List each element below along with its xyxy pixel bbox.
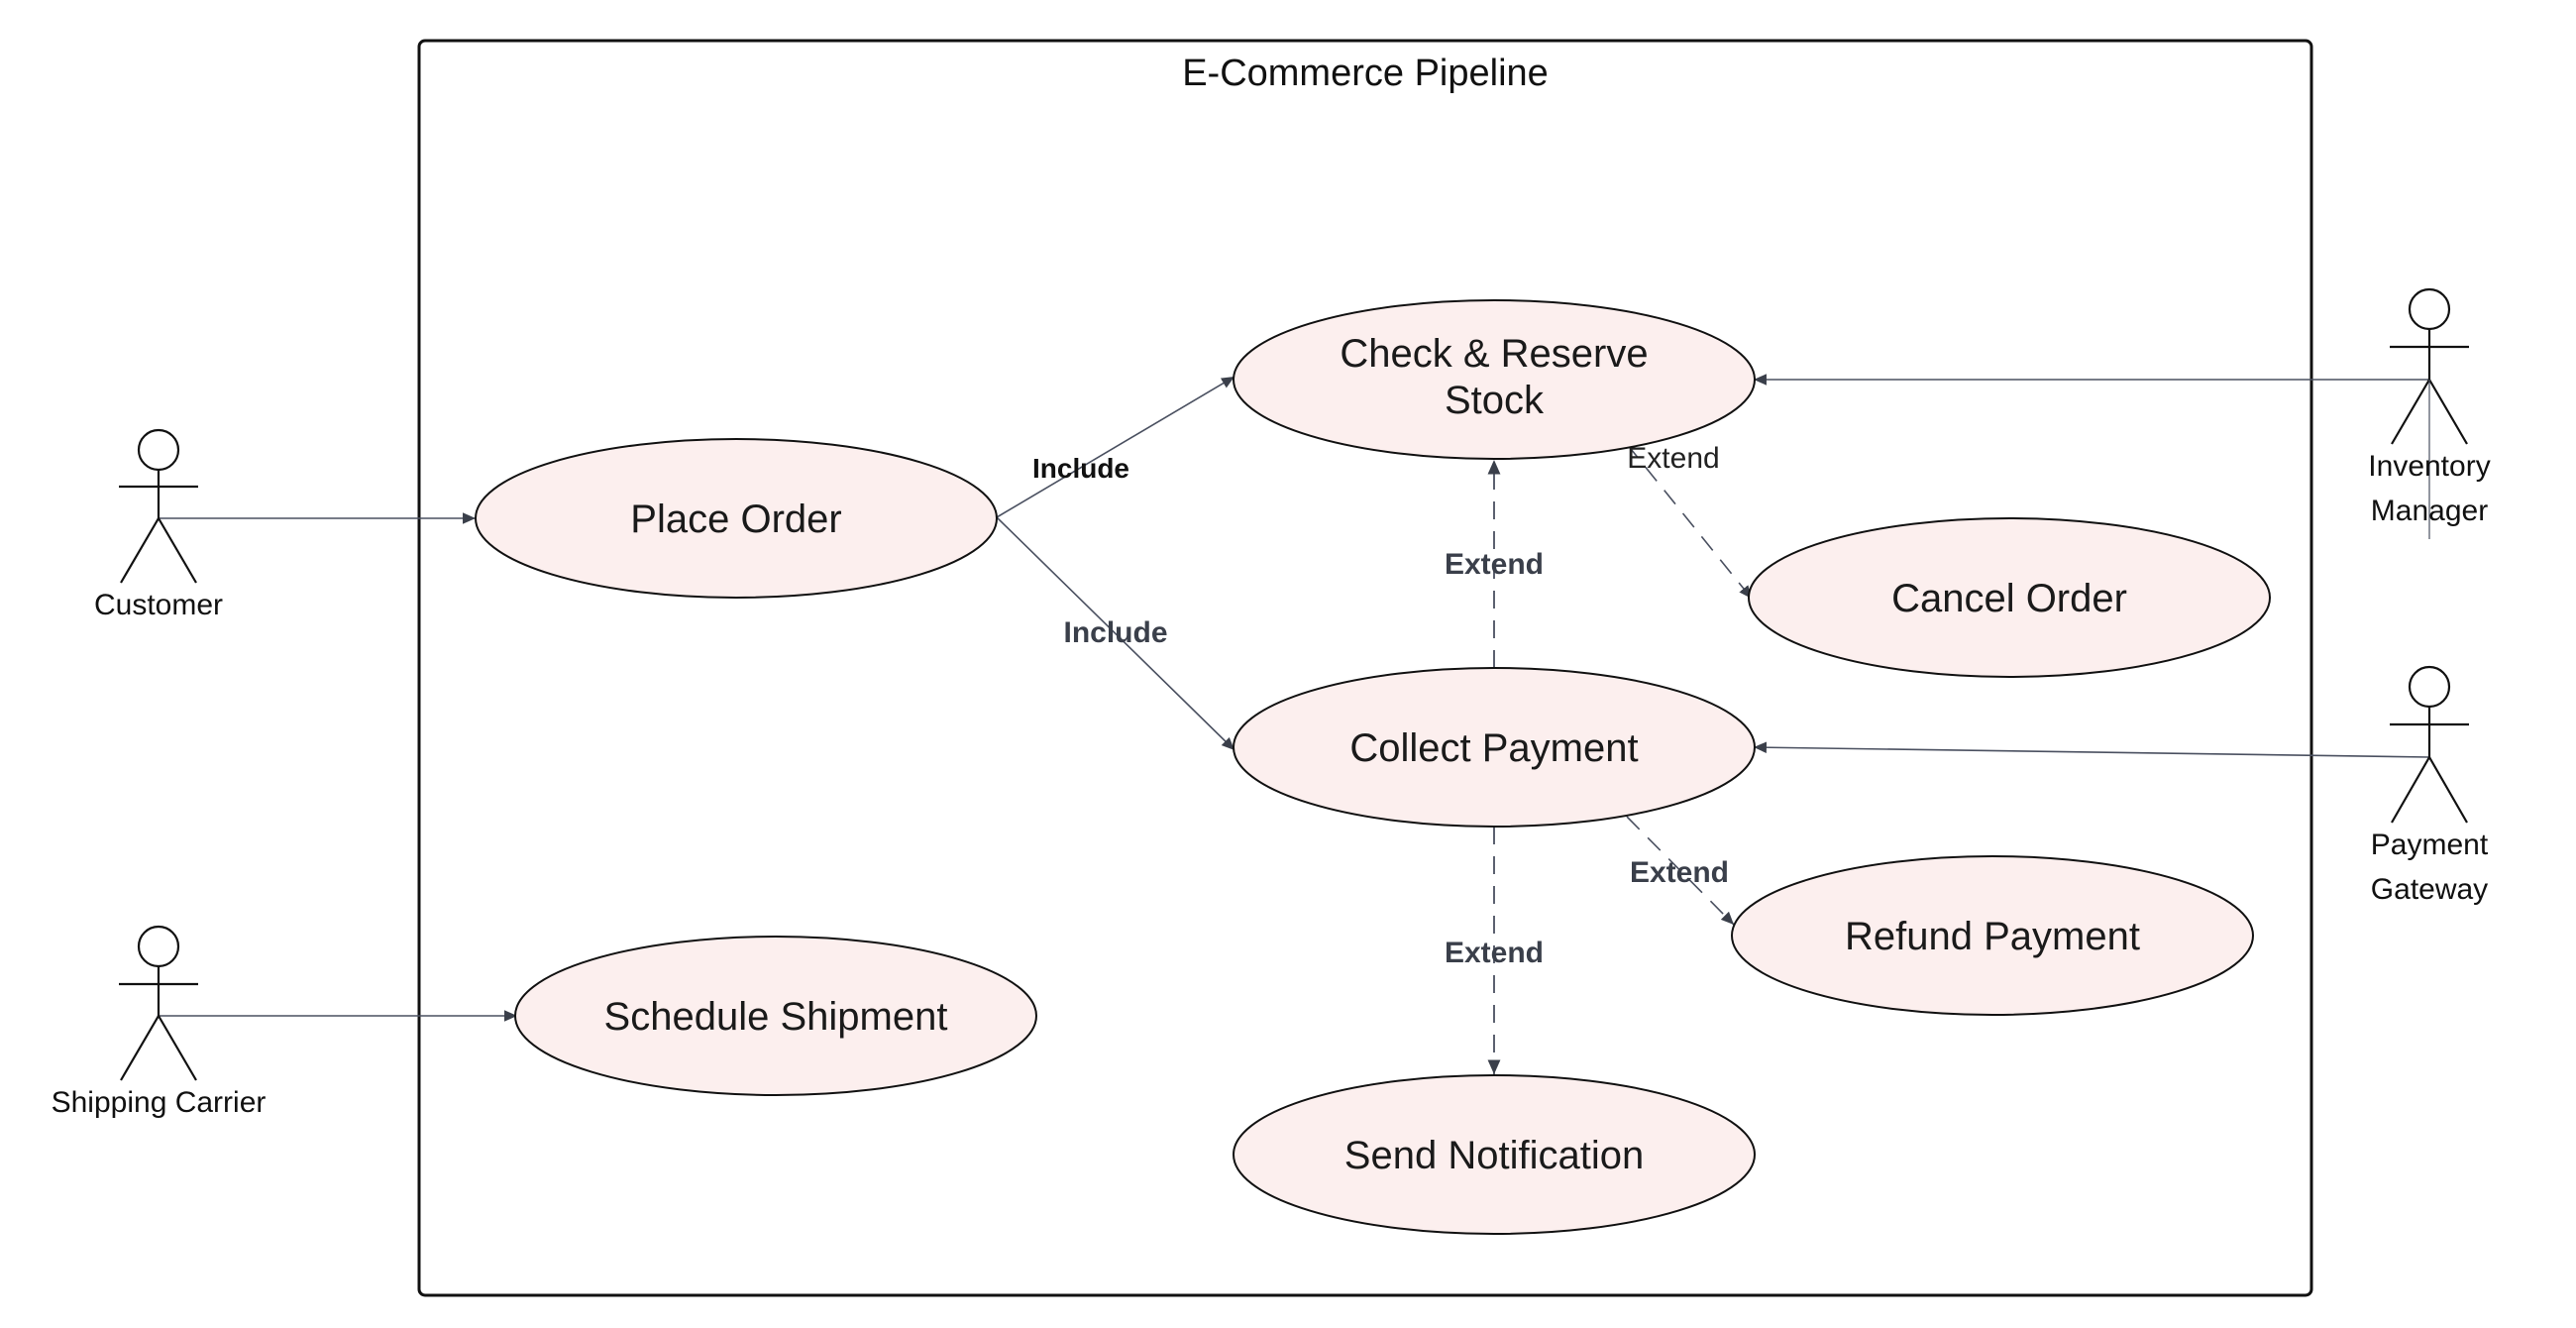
stick-figure-icon	[2390, 665, 2469, 824]
use-case-label: Cancel Order	[1891, 577, 2127, 620]
label-extend-payment-notification: Extend	[1445, 937, 1544, 969]
edge-payment-gateway-collect-payment	[1753, 741, 2430, 758]
system-title: E-Commerce Pipeline	[1182, 53, 1549, 94]
actor-label: Customer	[94, 589, 223, 621]
actor-label: Shipping Carrier	[52, 1086, 267, 1119]
actor-label-line-2: Manager	[2371, 495, 2488, 527]
stick-figure-icon	[119, 428, 198, 584]
use-case-label: Schedule Shipment	[604, 995, 948, 1039]
actor-customer[interactable]: Customer	[94, 428, 223, 621]
stick-figure-icon	[119, 925, 198, 1081]
use-case-label: Send Notification	[1344, 1134, 1644, 1177]
actor-payment-gateway[interactable]: Payment Gateway	[2371, 665, 2489, 906]
actor-label-line-2: Gateway	[2371, 873, 2488, 906]
use-case-collect-payment[interactable]: Collect Payment	[1233, 667, 1756, 828]
use-case-refund-payment[interactable]: Refund Payment	[1731, 855, 2254, 1016]
label-extend-payment-stock: Extend	[1445, 548, 1544, 581]
use-case-label-line-2: Stock	[1445, 379, 1545, 422]
label-include-stock: Include	[1032, 453, 1129, 484]
use-case-label: Refund Payment	[1845, 915, 2140, 958]
actor-label-line-1: Inventory	[2368, 450, 2490, 483]
use-case-label: Collect Payment	[1349, 726, 1638, 770]
label-include-payment: Include	[1063, 616, 1167, 649]
use-case-label-line-1: Check & Reserve	[1340, 332, 1648, 376]
edge-include-payment	[996, 516, 1235, 751]
use-case-place-order[interactable]: Place Order	[475, 438, 998, 599]
label-extend-payment-refund: Extend	[1630, 856, 1729, 889]
actor-inventory-manager[interactable]: Inventory Manager	[2368, 287, 2491, 539]
use-case-cancel-order[interactable]: Cancel Order	[1748, 517, 2271, 678]
actor-label-line-1: Payment	[2371, 829, 2489, 861]
edge-extend-stock-cancel	[1626, 443, 1753, 600]
edge-extend-payment-refund	[1626, 816, 1735, 926]
use-case-label: Place Order	[630, 498, 841, 541]
use-case-schedule-shipment[interactable]: Schedule Shipment	[514, 936, 1037, 1096]
stick-figure-icon	[2390, 287, 2469, 445]
use-case-send-notification[interactable]: Send Notification	[1233, 1074, 1756, 1235]
label-extend-stock-cancel: Extend	[1627, 442, 1719, 475]
actor-shipping-carrier[interactable]: Shipping Carrier	[52, 925, 267, 1119]
use-case-check-reserve-stock[interactable]: Check & Reserve Stock	[1233, 299, 1756, 460]
edge-include-stock	[996, 376, 1235, 518]
